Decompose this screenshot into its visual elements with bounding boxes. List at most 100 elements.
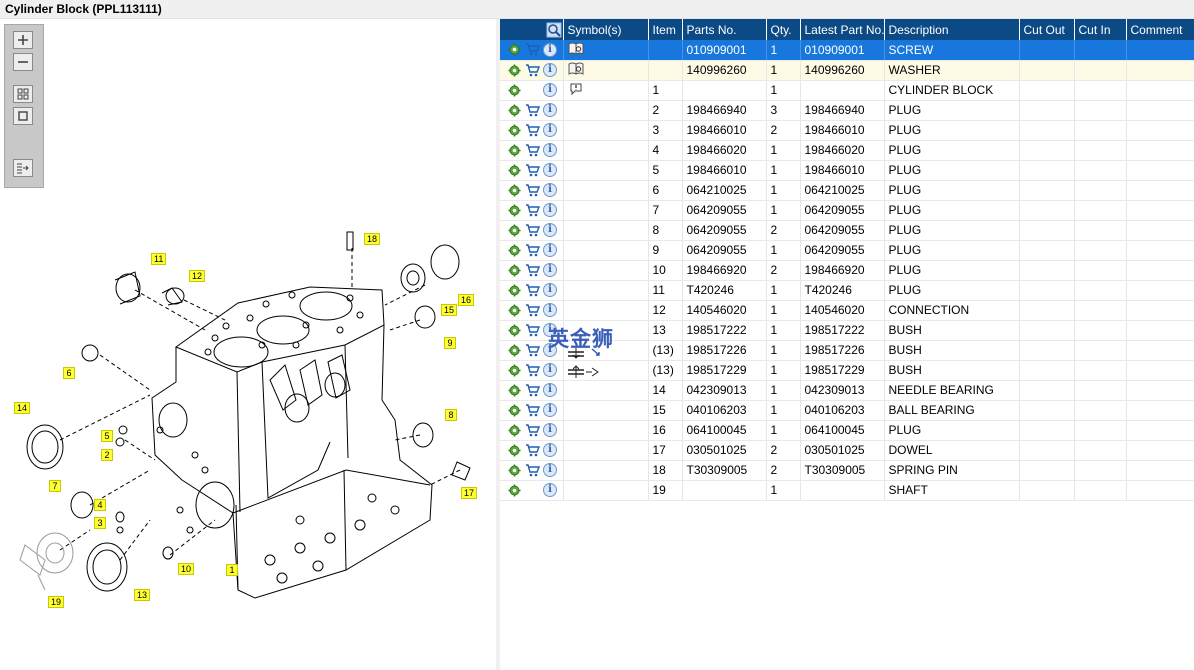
callout-5[interactable]: 5 bbox=[101, 430, 113, 442]
info-icon[interactable]: i bbox=[543, 103, 557, 117]
info-icon[interactable]: i bbox=[543, 223, 557, 237]
zoom-in-button[interactable] bbox=[13, 31, 33, 49]
gear-icon[interactable] bbox=[507, 63, 522, 78]
cart-icon[interactable] bbox=[525, 463, 540, 478]
column-header-latest-part-no[interactable]: Latest Part No. bbox=[800, 19, 885, 40]
callout-11[interactable]: 11 bbox=[151, 253, 167, 265]
gear-icon[interactable] bbox=[507, 463, 522, 478]
callout-15[interactable]: 15 bbox=[441, 304, 458, 316]
callout-1[interactable]: 1 bbox=[226, 564, 238, 576]
info-icon[interactable]: i bbox=[543, 183, 557, 197]
cart-icon[interactable] bbox=[525, 243, 540, 258]
info-icon[interactable]: i bbox=[543, 63, 557, 77]
info-icon[interactable]: i bbox=[543, 143, 557, 157]
cart-icon[interactable] bbox=[525, 103, 540, 118]
gear-icon[interactable] bbox=[507, 143, 522, 158]
fit-page-button[interactable] bbox=[13, 107, 33, 125]
note-icon[interactable] bbox=[568, 82, 584, 96]
gear-icon[interactable] bbox=[507, 303, 522, 318]
cart-icon[interactable] bbox=[525, 163, 540, 178]
gear-icon[interactable] bbox=[507, 223, 522, 238]
cart-icon[interactable] bbox=[525, 203, 540, 218]
callout-16[interactable]: 16 bbox=[458, 294, 475, 306]
column-header-cut-in[interactable]: Cut In bbox=[1074, 19, 1127, 40]
pane-splitter[interactable] bbox=[496, 19, 500, 670]
callout-7[interactable]: 7 bbox=[49, 480, 61, 492]
cart-icon[interactable] bbox=[525, 403, 540, 418]
info-icon[interactable]: i bbox=[543, 83, 557, 97]
callout-2[interactable]: 2 bbox=[101, 449, 113, 461]
info-icon[interactable]: i bbox=[543, 483, 557, 497]
info-icon[interactable]: i bbox=[543, 363, 557, 377]
cart-icon[interactable] bbox=[525, 123, 540, 138]
cart-icon[interactable] bbox=[525, 283, 540, 298]
gear-icon[interactable] bbox=[507, 203, 522, 218]
callout-13[interactable]: 13 bbox=[134, 589, 151, 601]
cart-icon[interactable] bbox=[525, 423, 540, 438]
info-icon[interactable]: i bbox=[543, 383, 557, 397]
info-icon[interactable]: i bbox=[543, 423, 557, 437]
cart-icon[interactable] bbox=[525, 323, 540, 338]
gear-icon[interactable] bbox=[507, 343, 522, 358]
callout-10[interactable]: 10 bbox=[178, 563, 195, 575]
gear-icon[interactable] bbox=[507, 243, 522, 258]
gear-icon[interactable] bbox=[507, 323, 522, 338]
info-icon[interactable]: i bbox=[543, 403, 557, 417]
book-icon[interactable] bbox=[568, 62, 584, 76]
cart-icon[interactable] bbox=[525, 223, 540, 238]
callout-9[interactable]: 9 bbox=[444, 337, 456, 349]
callout-12[interactable]: 12 bbox=[189, 270, 206, 282]
cart-icon[interactable] bbox=[525, 363, 540, 378]
fit-all-button[interactable] bbox=[13, 85, 33, 103]
gear-icon[interactable] bbox=[507, 83, 522, 98]
gear-icon[interactable] bbox=[507, 263, 522, 278]
gear-icon[interactable] bbox=[507, 42, 522, 57]
gear-icon[interactable] bbox=[507, 183, 522, 198]
drawing-pane[interactable]: 1 2 3 4 5 6 7 8 9 10 11 12 13 14 15 16 1… bbox=[0, 19, 496, 670]
book-icon[interactable] bbox=[568, 42, 584, 56]
cart-icon[interactable] bbox=[525, 263, 540, 278]
cart-icon[interactable] bbox=[525, 42, 540, 57]
cart-icon[interactable] bbox=[525, 343, 540, 358]
info-icon[interactable]: i bbox=[543, 243, 557, 257]
cart-icon[interactable] bbox=[525, 183, 540, 198]
column-header-actions[interactable] bbox=[500, 19, 564, 40]
cart-icon[interactable] bbox=[525, 443, 540, 458]
cart-icon[interactable] bbox=[525, 383, 540, 398]
column-header-parts-no[interactable]: Parts No. bbox=[682, 19, 767, 40]
info-icon[interactable]: i bbox=[543, 163, 557, 177]
column-header-qty[interactable]: Qty. bbox=[766, 19, 801, 40]
gear-icon[interactable] bbox=[507, 423, 522, 438]
zoom-out-button[interactable] bbox=[13, 53, 33, 71]
gear-icon[interactable] bbox=[507, 443, 522, 458]
callout-19[interactable]: 19 bbox=[48, 596, 65, 608]
callout-4[interactable]: 4 bbox=[94, 499, 106, 511]
info-icon[interactable]: i bbox=[543, 343, 557, 357]
column-header-comment[interactable]: Comment bbox=[1126, 19, 1194, 40]
gear-icon[interactable] bbox=[507, 363, 522, 378]
info-icon[interactable]: i bbox=[543, 443, 557, 457]
cart-icon[interactable] bbox=[525, 303, 540, 318]
column-header-item[interactable]: Item bbox=[648, 19, 683, 40]
callout-17[interactable]: 17 bbox=[461, 487, 478, 499]
callout-8[interactable]: 8 bbox=[445, 409, 457, 421]
cart-icon[interactable] bbox=[525, 143, 540, 158]
callout-6[interactable]: 6 bbox=[63, 367, 75, 379]
gear-icon[interactable] bbox=[507, 403, 522, 418]
cart-icon[interactable] bbox=[525, 63, 540, 78]
